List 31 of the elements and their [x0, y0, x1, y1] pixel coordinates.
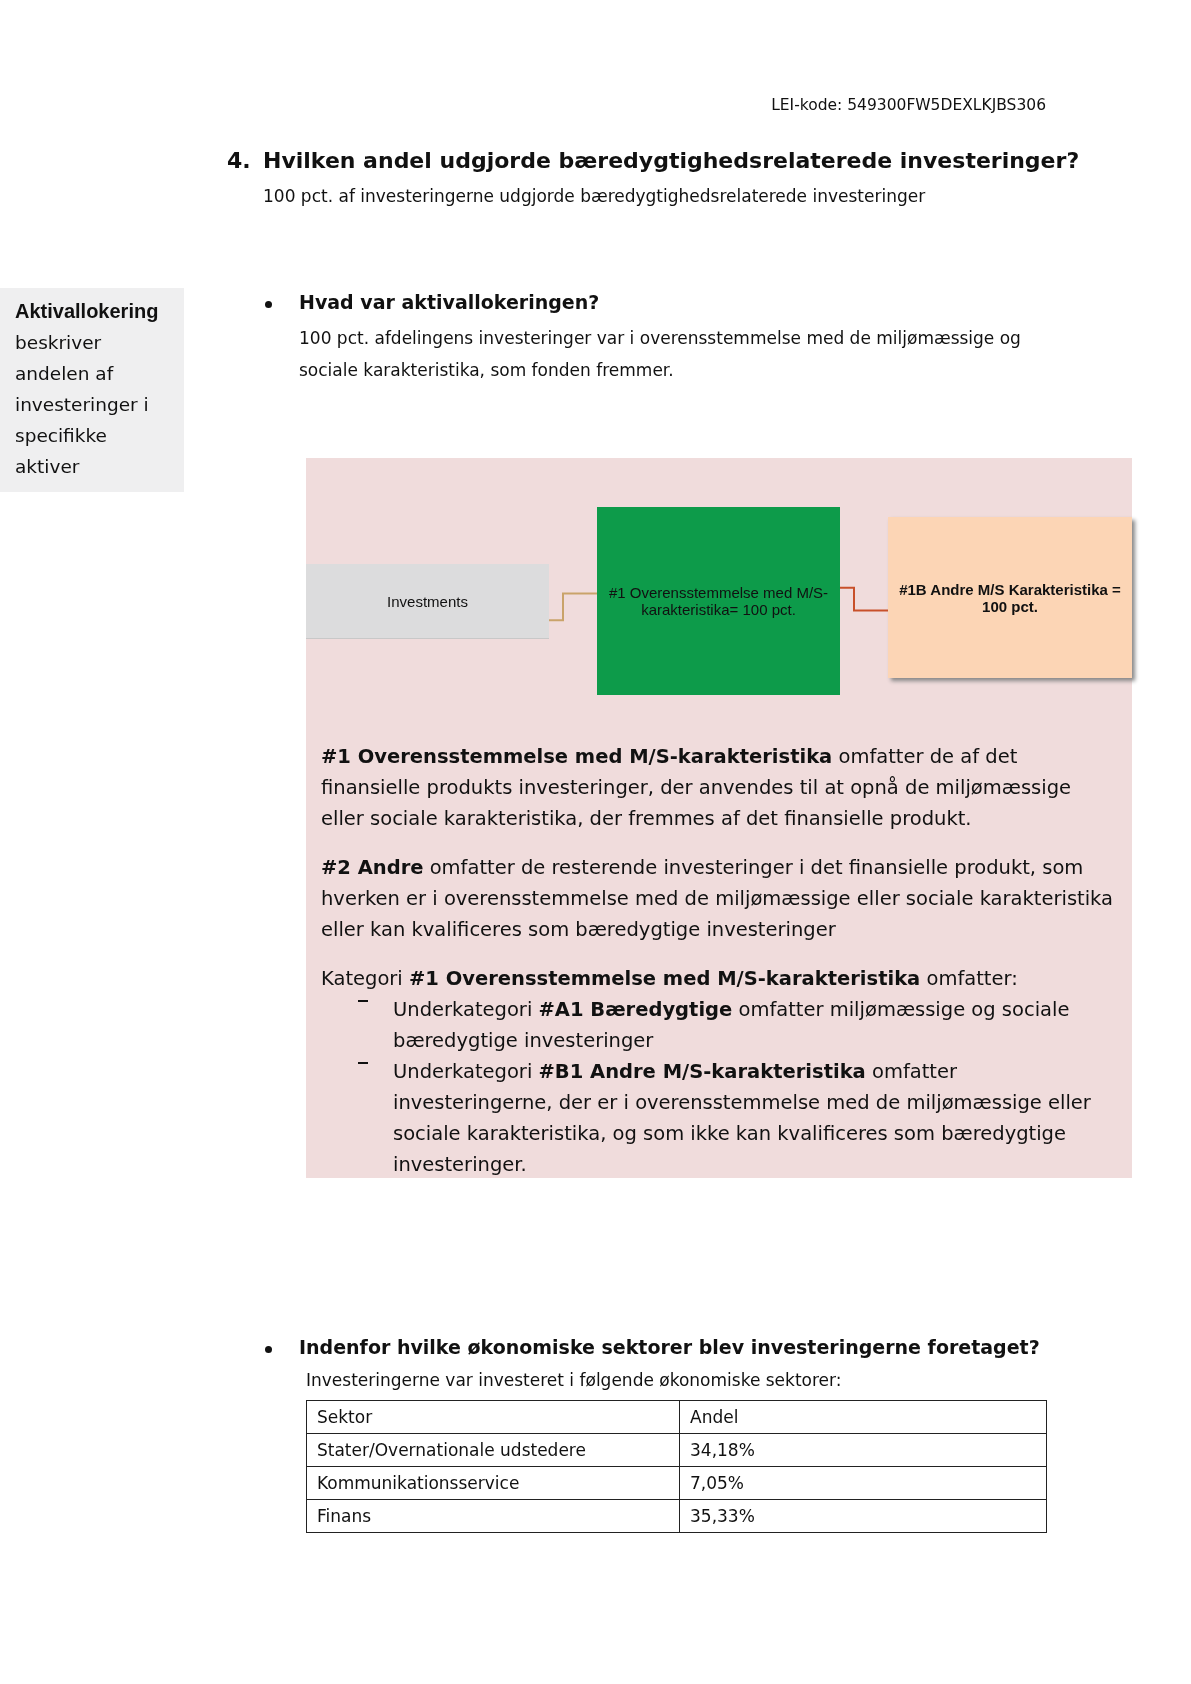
box-label: #1 Overensstemmelse med M/S-karakteristika= 100 pct.: [607, 584, 830, 618]
section-heading: Hvilken andel udgjorde bæredygtighedsrelaterede investeringer?: [263, 148, 1080, 173]
section-number: 4.: [227, 148, 251, 173]
sidebar-heading: Aktivallokering: [15, 299, 160, 324]
table-cell: 35,33%: [679, 1499, 1047, 1533]
header-text: LEI-kode: 549300FW5DEXLKJBS306: [771, 96, 1046, 114]
question-heading: Indenfor hvilke økonomiske sektorer blev investeringerne foretaget?: [299, 1336, 1040, 1358]
connector-line: [839, 586, 889, 612]
table-cell: 34,18%: [679, 1433, 1047, 1467]
subcategory-box: [888, 517, 1132, 678]
category-box: [597, 507, 840, 695]
panel-box: [306, 458, 1132, 1178]
panel-paragraph: Underkategori #B1 Andre M/S-karakteristika omfatter investeringerne, der er i overensstemmelse med de miljømæssige eller sociale karakteristika, og som ikke kan kvalificeres som bæredygtige investeringer.: [393, 1059, 1092, 1178]
box-label: #1B Andre M/S Karakteristika = 100 pct.: [898, 580, 1122, 615]
question-heading: Hvad var aktivallokeringen?: [299, 291, 600, 313]
table-cell: Finans: [306, 1499, 680, 1533]
investments-box: [306, 564, 549, 639]
table-cell: Sektor: [306, 1400, 680, 1434]
panel-paragraph: #1 Overensstemmelse med M/S-karakteristika omfatter de af det finansielle produkts investeringer, der anvendes til at opnå de miljømæssige eller sociale karakteristika, der fremmes af det finansielle produkt.: [321, 744, 1072, 832]
answer-paragraph: 100 pct. afdelingens investeringer var i overensstemmelse med de miljømæssige og sociale karakteristika, som fonden fremmer.: [299, 327, 1022, 382]
table-cell: Stater/Overnationale udstedere: [306, 1433, 680, 1467]
sidebar-text: beskriver andelen af investeringer i specifikke aktiver: [15, 331, 150, 479]
table-caption: Investeringerne var investeret i følgende økonomiske sektorer:: [306, 1370, 842, 1390]
table-cell: Kommunikationsservice: [306, 1466, 680, 1500]
box-label: Investments: [387, 592, 468, 610]
panel-paragraph: Kategori #1 Overensstemmelse med M/S-karakteristika omfatter:: [321, 966, 1019, 992]
panel-paragraph: #2 Andre omfatter de resterende investeringer i det finansielle produkt, som hverken er i overensstemmelse med de miljømæssige eller sociale karakteristika eller kan kvalificeres som bæredygtige investeringer: [321, 855, 1114, 943]
table-cell: Andel: [679, 1400, 1047, 1434]
section-text: 100 pct. af investeringerne udgjorde bæredygtighedsrelaterede investeringer: [263, 186, 926, 206]
connector-line: [548, 592, 598, 622]
table-cell: 7,05%: [679, 1466, 1047, 1500]
